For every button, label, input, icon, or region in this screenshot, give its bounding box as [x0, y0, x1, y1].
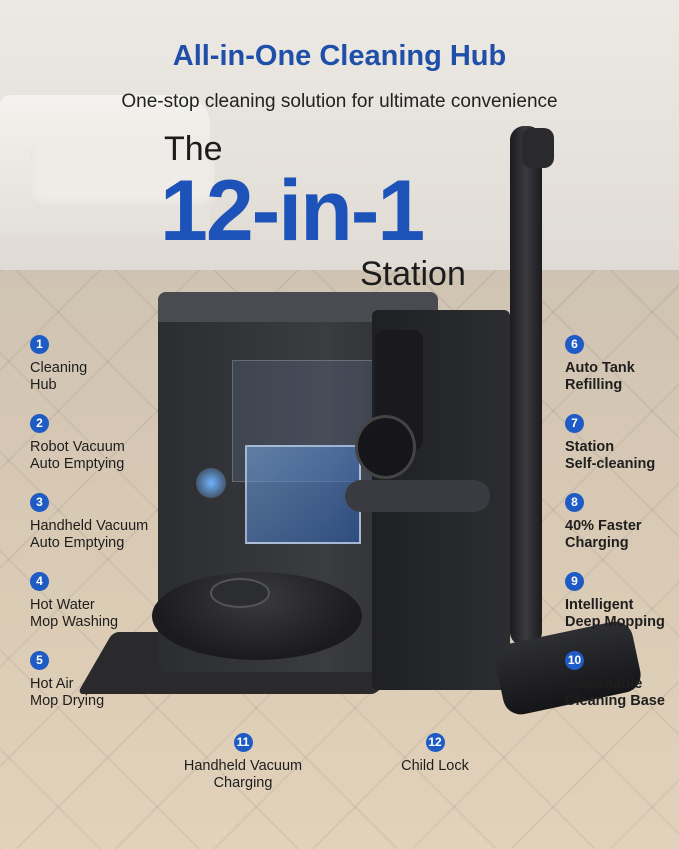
feature-number-badge: 9: [565, 572, 584, 591]
feature-number-badge: 11: [233, 733, 253, 752]
feature-number-badge: 3: [30, 493, 49, 512]
feature-11: 11 Handheld Vacuum Charging: [168, 733, 318, 792]
feature-9: 9 Intelligent Deep Mopping: [565, 572, 677, 631]
hero-the: The: [164, 130, 223, 168]
feature-label: Handheld Vacuum Charging: [183, 758, 303, 791]
sofa-cushion: [30, 140, 215, 210]
feature-8: 8 40% Faster Charging: [565, 493, 677, 552]
suction-tube: [345, 480, 490, 512]
feature-10: 10 Detachable Cleaning Base: [565, 651, 677, 710]
handheld-motor: [355, 415, 416, 479]
feature-5: 5 Hot Air Mop Drying: [30, 651, 180, 710]
feature-label: Child Lock: [401, 758, 469, 774]
feature-label: Hot Air Mop Drying: [30, 676, 105, 709]
feature-label: Cleaning Hub: [30, 360, 88, 393]
feature-4: 4 Hot Water Mop Washing: [30, 572, 180, 631]
dust-box: [245, 445, 361, 544]
feature-label: Handheld Vacuum Auto Emptying: [30, 518, 149, 551]
feature-label: Intelligent Deep Mopping: [565, 597, 665, 630]
feature-number-badge: 4: [30, 572, 49, 591]
robot-lidar: [210, 578, 270, 608]
feature-number-badge: 7: [565, 414, 584, 433]
feature-2: 2 Robot Vacuum Auto Emptying: [30, 414, 180, 473]
feature-label: Station Self-cleaning: [565, 439, 656, 472]
feature-6: 6 Auto Tank Refilling: [565, 335, 677, 394]
stick-vacuum-wand: [510, 126, 542, 646]
feature-label: 40% Faster Charging: [565, 518, 642, 551]
feature-12: 12 Child Lock: [375, 733, 495, 775]
hero-station: Station: [360, 255, 466, 293]
feature-label: Auto Tank Refilling: [565, 360, 635, 393]
feature-7: 7 Station Self-cleaning: [565, 414, 677, 473]
feature-number-badge: 1: [30, 335, 49, 354]
feature-1: 1 Cleaning Hub: [30, 335, 180, 394]
feature-3: 3 Handheld Vacuum Auto Emptying: [30, 493, 180, 552]
stick-vacuum-handle: [522, 128, 554, 168]
page-subtitle: One-stop cleaning solution for ultimate …: [121, 91, 558, 112]
feature-label: Hot Water Mop Washing: [30, 597, 119, 630]
feature-number-badge: 2: [30, 414, 49, 433]
feature-number-badge: 10: [565, 651, 584, 670]
airflow-glow: [196, 468, 226, 498]
feature-number-badge: 6: [565, 335, 584, 354]
feature-number-badge: 12: [425, 733, 445, 752]
feature-number-badge: 5: [30, 651, 49, 670]
feature-label: Detachable Cleaning Base: [565, 676, 665, 709]
page-title: All-in-One Cleaning Hub: [172, 40, 507, 72]
feature-label: Robot Vacuum Auto Emptying: [30, 439, 125, 472]
feature-number-badge: 8: [565, 493, 584, 512]
hero-12-in-1: 12-in-1: [160, 163, 425, 259]
